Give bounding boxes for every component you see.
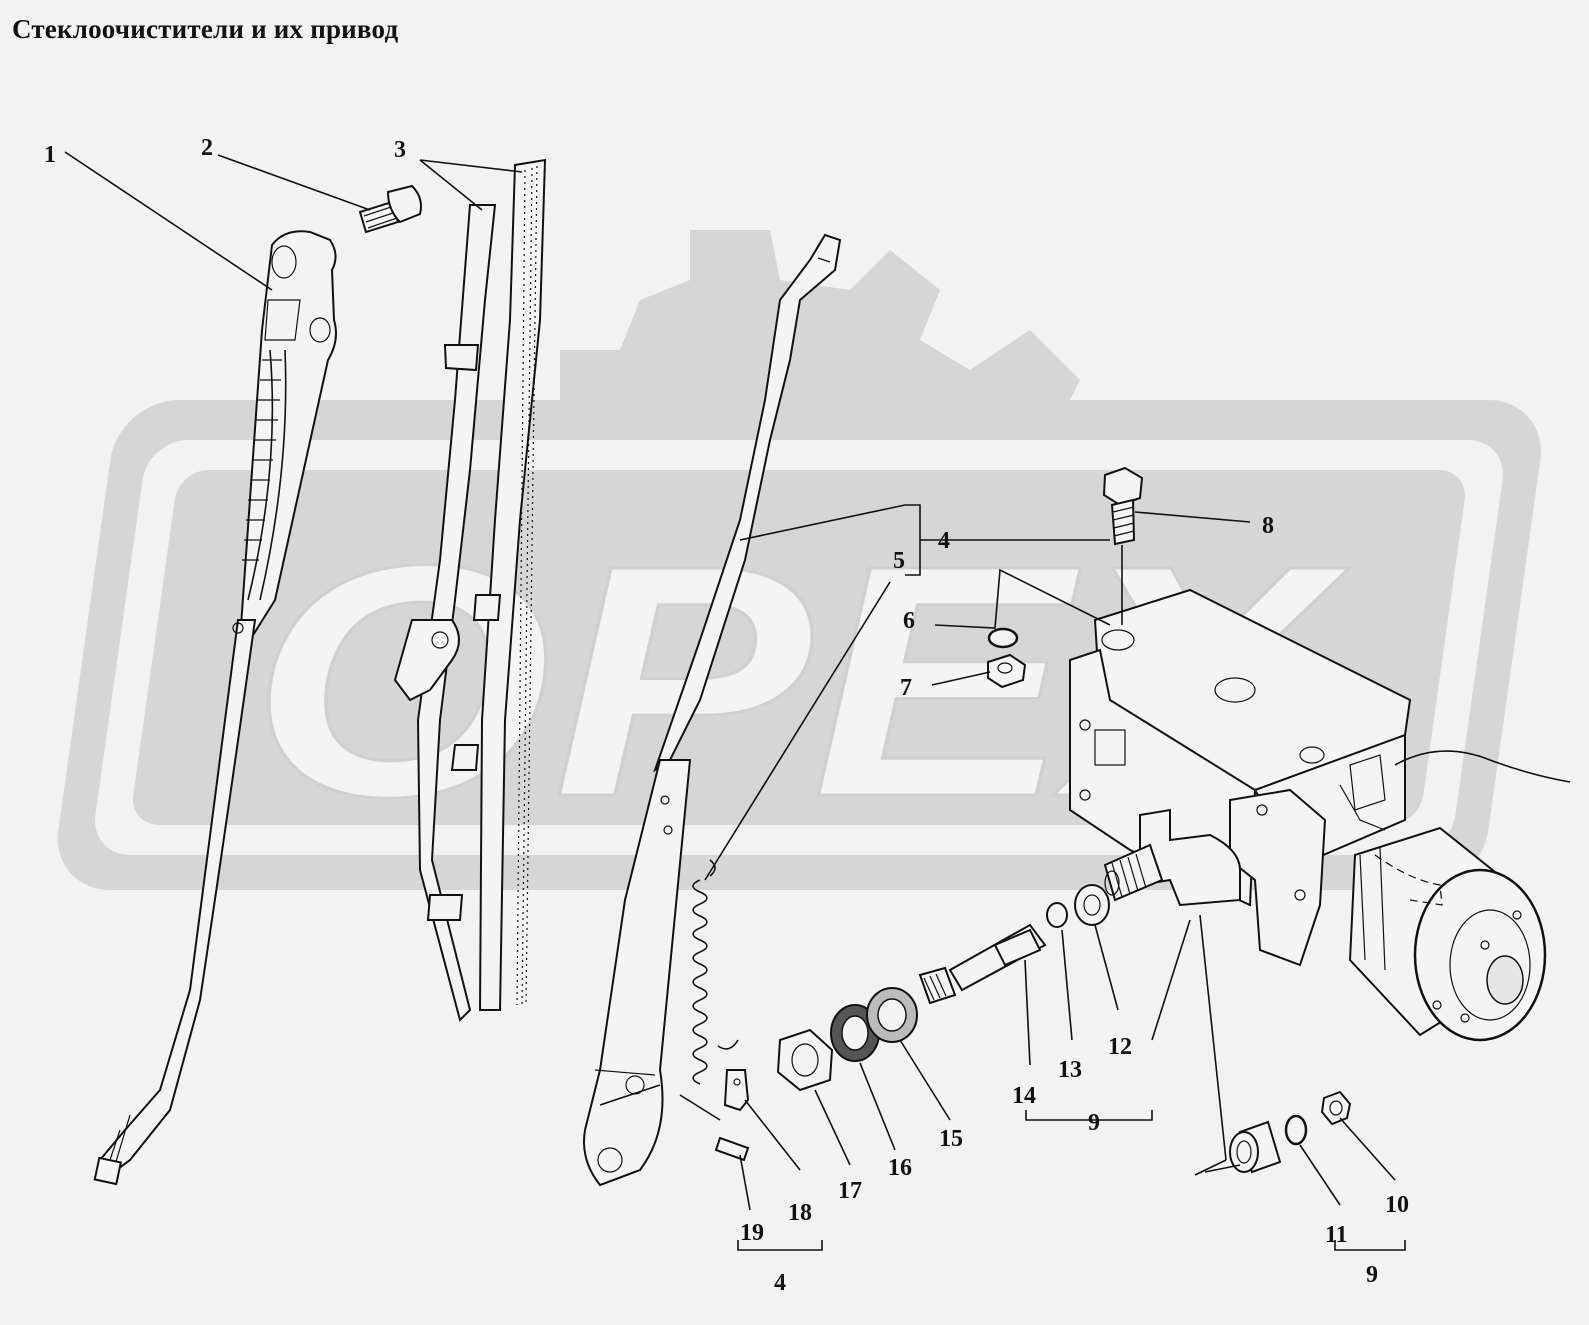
nut-10 (1320, 1090, 1352, 1126)
wiper-arm-left (93, 230, 337, 1186)
callout-10: 10 (1385, 1192, 1409, 1218)
wiper-blade (393, 158, 547, 1022)
leader-lines (64, 151, 1406, 1251)
nut-7 (987, 653, 1027, 689)
callout-3: 3 (394, 137, 406, 163)
sleeve (1229, 1120, 1282, 1174)
callout-14: 14 (1012, 1083, 1036, 1109)
callout-2: 2 (201, 135, 213, 161)
callout-9b: 9 (1366, 1262, 1378, 1288)
callout-19: 19 (740, 1220, 764, 1246)
wiper-arm-right (583, 233, 842, 1187)
spring-5 (692, 859, 739, 1085)
electric-motor (1348, 826, 1547, 1042)
washer-12 (1074, 884, 1110, 926)
callout-11: 11 (1325, 1222, 1348, 1248)
callout-18: 18 (788, 1200, 812, 1226)
callout-8: 8 (1262, 513, 1274, 539)
clip-18 (723, 1069, 750, 1112)
callout-6: 6 (903, 608, 915, 634)
callout-17: 17 (838, 1178, 862, 1204)
washer-13 (1046, 902, 1068, 928)
nut-17 (776, 1028, 834, 1092)
lock-washer-6 (987, 627, 1019, 649)
callout-9a: 9 (1088, 1110, 1100, 1136)
page-title: Стеклоочистители и их привод (12, 14, 399, 44)
washer-15 (866, 987, 918, 1043)
washer-11 (1284, 1114, 1308, 1146)
callout-7: 7 (900, 675, 912, 701)
callout-4a: 4 (938, 528, 950, 554)
watermark-gear (560, 230, 1080, 420)
callout-13: 13 (1058, 1057, 1082, 1083)
shaft-14 (918, 923, 1047, 1005)
callout-1: 1 (44, 142, 56, 168)
callout-12: 12 (1108, 1034, 1132, 1060)
callout-5: 5 (893, 548, 905, 574)
callout-16: 16 (888, 1155, 912, 1181)
callout-4b: 4 (774, 1270, 786, 1296)
pin-19 (714, 1136, 750, 1162)
bolt-8 (1102, 466, 1144, 546)
wiper-motor-housing (1069, 588, 1571, 967)
callouts: 1 2 3 4 5 6 7 8 9 9 10 11 12 13 14 15 16… (44, 135, 1409, 1296)
callout-15: 15 (939, 1126, 963, 1152)
